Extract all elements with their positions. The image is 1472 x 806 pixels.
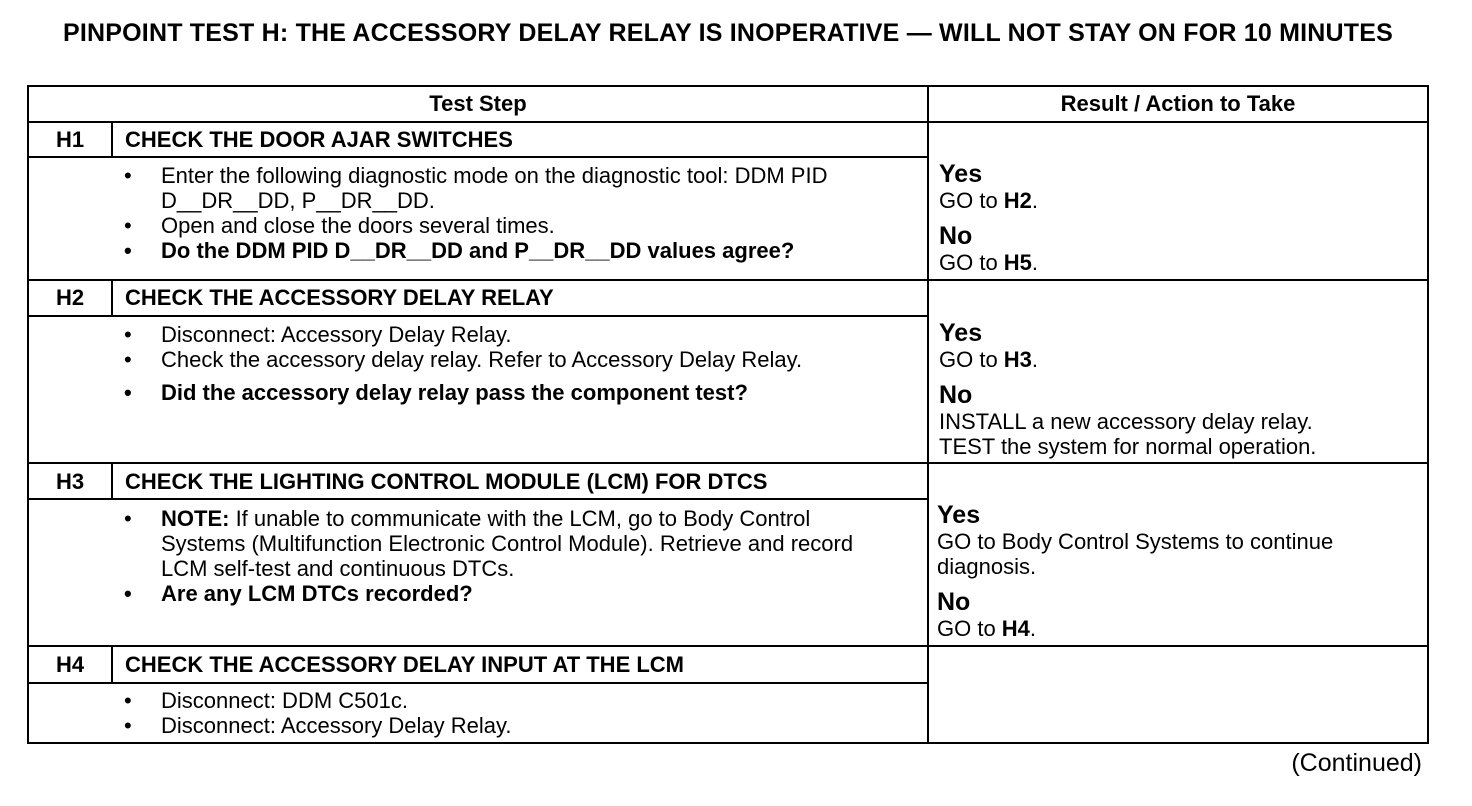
list-item: •Check the accessory delay relay. Refer …: [124, 347, 803, 372]
result-yes-action: GO to Body Control Systems to continue d…: [937, 529, 1334, 579]
step-divider: [29, 645, 1427, 647]
step-id-h1: H1: [55, 127, 85, 152]
result-no-label: No: [939, 222, 973, 250]
step-id-divider: [111, 123, 113, 157]
result-yes-label: Yes: [937, 501, 981, 529]
result-yes-action: GO to H3.: [939, 347, 1039, 372]
result-h1: Yes GO to H2. No GO to H5.: [939, 160, 1421, 276]
result-no-action: INSTALL a new accessory delay relay.: [939, 409, 1313, 434]
step-body-h2: •Disconnect: Accessory Delay Relay. •Che…: [29, 322, 927, 405]
step-title-divider: [29, 682, 927, 684]
result-no-action: GO to H4.: [937, 616, 1037, 641]
header-result-action: Result / Action to Take: [1060, 91, 1296, 116]
step-divider: [29, 462, 1427, 464]
list-item: •Disconnect: Accessory Delay Relay.: [124, 322, 512, 347]
step-title-h1: CHECK THE DOOR AJAR SWITCHES: [125, 127, 513, 152]
step-title-divider: [29, 498, 927, 500]
result-no-label: No: [939, 381, 973, 409]
step-id-divider: [111, 464, 113, 499]
step-title-h4: CHECK THE ACCESSORY DELAY INPUT AT THE L…: [125, 652, 685, 677]
step-id-h3: H3: [55, 469, 85, 494]
step-id-divider: [111, 647, 113, 682]
result-yes-label: Yes: [939, 319, 983, 347]
step-title-divider: [29, 156, 927, 158]
list-item: •NOTE: If unable to communicate with the…: [124, 506, 854, 581]
step-id-divider: [111, 281, 113, 315]
continued-label: (Continued): [1291, 749, 1422, 777]
step-body-h4: •Disconnect: DDM C501c. •Disconnect: Acc…: [29, 688, 927, 738]
step-title-h2: CHECK THE ACCESSORY DELAY RELAY: [125, 285, 554, 310]
step-id-h2: H2: [55, 285, 85, 310]
column-divider: [927, 87, 929, 742]
pinpoint-test-table: Test Step Result / Action to Take H1 CHE…: [27, 85, 1429, 744]
result-yes-label: Yes: [939, 160, 983, 188]
result-h2: Yes GO to H3. No INSTALL a new accessory…: [939, 319, 1421, 460]
list-item: •Disconnect: DDM C501c.: [124, 688, 408, 713]
result-h3: Yes GO to Body Control Systems to contin…: [937, 501, 1421, 642]
result-no-action: GO to H5.: [939, 250, 1039, 275]
list-item: •Enter the following diagnostic mode on …: [124, 163, 828, 213]
header-divider: [29, 121, 1427, 123]
step-id-h4: H4: [55, 652, 85, 677]
result-yes-action: GO to H2.: [939, 188, 1039, 213]
step-title-divider: [29, 315, 927, 317]
list-item: •Did the accessory delay relay pass the …: [124, 380, 748, 405]
list-item: •Do the DDM PID D__DR__DD and P__DR__DD …: [124, 238, 795, 263]
result-no-action: TEST the system for normal operation.: [939, 434, 1317, 459]
step-title-h3: CHECK THE LIGHTING CONTROL MODULE (LCM) …: [125, 469, 768, 494]
list-item: •Open and close the doors several times.: [124, 213, 555, 238]
step-body-h3: •NOTE: If unable to communicate with the…: [29, 506, 927, 606]
list-item: •Are any LCM DTCs recorded?: [124, 581, 473, 606]
list-item: •Disconnect: Accessory Delay Relay.: [124, 713, 512, 738]
page-title: PINPOINT TEST H: THE ACCESSORY DELAY REL…: [63, 19, 1393, 47]
step-body-h1: •Enter the following diagnostic mode on …: [29, 163, 927, 263]
step-divider: [29, 279, 1427, 281]
result-no-label: No: [937, 588, 971, 616]
note-label: NOTE:: [161, 506, 230, 531]
header-test-step: Test Step: [429, 91, 527, 116]
